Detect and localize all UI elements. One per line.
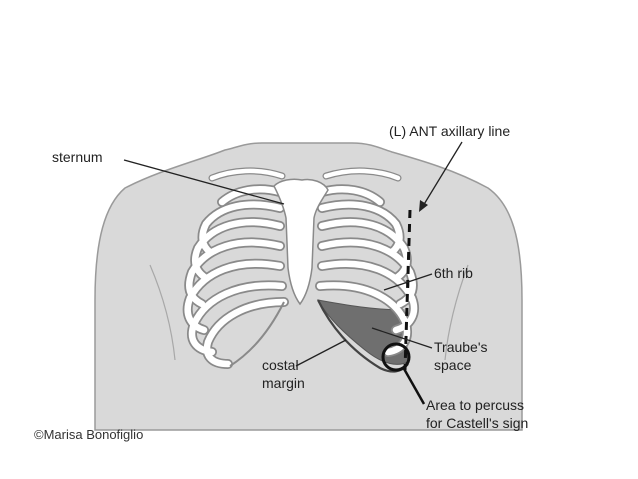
leader-lines <box>123 141 463 405</box>
label-sternum: sternum <box>52 149 103 165</box>
label-ant-axillary-line: (L) ANT axillary line <box>389 123 511 139</box>
copyright-credit: ©Marisa Bonofiglio <box>34 427 144 442</box>
ant-axillary-leader <box>422 141 463 207</box>
label-sixth-rib: 6th rib <box>434 265 473 281</box>
right-costal-margin <box>229 301 285 367</box>
percuss-area-leader <box>401 366 426 405</box>
right-clavicle-fill <box>209 168 285 181</box>
percussion-area-circle <box>381 342 411 372</box>
left-clavicle-fill <box>323 168 401 181</box>
label-costal-margin-2: margin <box>262 375 305 391</box>
ant-axillary-arrowhead <box>419 200 428 212</box>
sternum-leader <box>123 159 285 205</box>
left-underarm-crease <box>444 264 469 361</box>
left-ribs <box>315 184 419 357</box>
label-percuss-area-2: for Castell's sign <box>426 415 529 431</box>
right-ribs <box>182 184 289 369</box>
ant-axillary-dashed-line <box>403 209 412 371</box>
label-costal-margin-1: costal <box>262 357 299 373</box>
label-percuss-area-1: Area to percuss <box>426 397 525 413</box>
right-underarm-crease <box>149 264 176 361</box>
costal-margin-leader <box>295 339 347 367</box>
sixth-rib-leader <box>383 273 433 291</box>
label-traubes-space-1: Traube's <box>434 339 488 355</box>
sternum-bone <box>273 178 329 306</box>
label-traubes-space-2: space <box>434 357 472 373</box>
traubes-space-leader <box>371 327 433 349</box>
